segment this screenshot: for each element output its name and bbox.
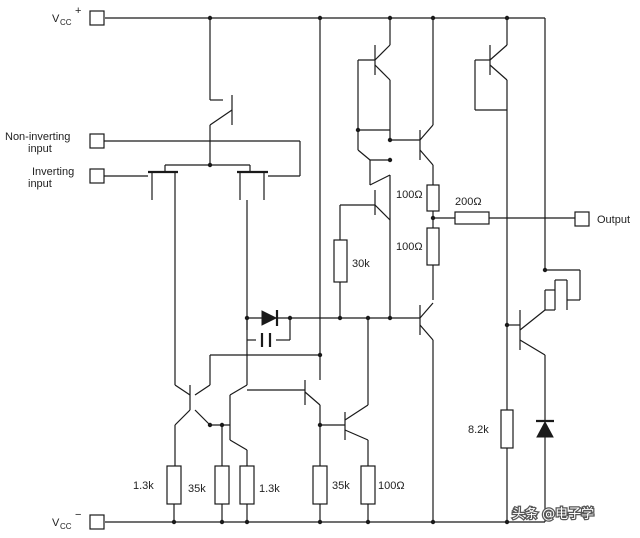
resistor-30k xyxy=(333,239,348,283)
output-label: Output xyxy=(597,214,630,226)
input-wiring xyxy=(104,18,301,177)
input-transistor-right xyxy=(237,170,268,200)
vcc-negative-sign: − xyxy=(75,509,81,521)
non-inverting-label-line2: input xyxy=(28,143,52,155)
label-8-2k: 8.2k xyxy=(468,424,489,436)
compensation-diode xyxy=(261,310,279,326)
inverting-label-line1: Inverting xyxy=(32,166,74,178)
label-35k-right: 35k xyxy=(332,480,350,492)
vcc-positive-label: V xyxy=(52,13,60,25)
label-100-bottom: 100Ω xyxy=(378,480,405,492)
resistor-8-2k xyxy=(500,409,514,449)
compensation-capacitor xyxy=(260,333,272,347)
watermark: 头条 @电子学 xyxy=(512,506,594,522)
bottom-resistor-leads xyxy=(173,504,369,522)
non-inverting-label-line1: Non-inverting xyxy=(5,131,70,143)
resistor-200 xyxy=(454,211,490,225)
vcc-negative-label: V xyxy=(52,517,60,529)
label-35k-left: 35k xyxy=(188,483,206,495)
output-terminal xyxy=(574,211,590,227)
current-mirror-left xyxy=(174,384,248,466)
label-100-upper: 100Ω xyxy=(396,189,423,201)
label-100-lower: 100Ω xyxy=(396,241,423,253)
resistor-100-bottom xyxy=(360,465,376,505)
label-200: 200Ω xyxy=(455,196,482,208)
vcc-negative-terminal xyxy=(89,514,105,530)
label-1-3k-right: 1.3k xyxy=(259,483,280,495)
resistor-100-upper xyxy=(426,184,440,212)
junction-dots xyxy=(171,15,548,525)
vcc-negative-subscript: CC xyxy=(60,522,72,531)
resistor-35k-left xyxy=(214,465,230,505)
resistor-1-3k-right xyxy=(239,465,255,505)
current-mirror-right xyxy=(304,318,369,466)
vcc-positive-rail xyxy=(105,17,546,270)
vcc-positive-subscript: CC xyxy=(60,18,72,27)
non-inverting-input-terminal xyxy=(89,133,105,149)
label-30k: 30k xyxy=(352,258,370,270)
vcc-positive-sign: + xyxy=(75,5,81,17)
resistor-35k-right xyxy=(312,465,328,505)
inverting-input-terminal xyxy=(89,168,105,184)
zener-diode xyxy=(536,419,554,438)
output-stage xyxy=(474,18,581,522)
label-1-3k-left: 1.3k xyxy=(133,480,154,492)
resistor-1-3k-left xyxy=(166,465,182,505)
resistor-100-lower xyxy=(426,227,440,266)
driver-stage xyxy=(339,18,575,522)
input-transistor-left xyxy=(148,170,178,200)
vcc-positive-terminal xyxy=(89,10,105,26)
inverting-label-line2: input xyxy=(28,178,52,190)
